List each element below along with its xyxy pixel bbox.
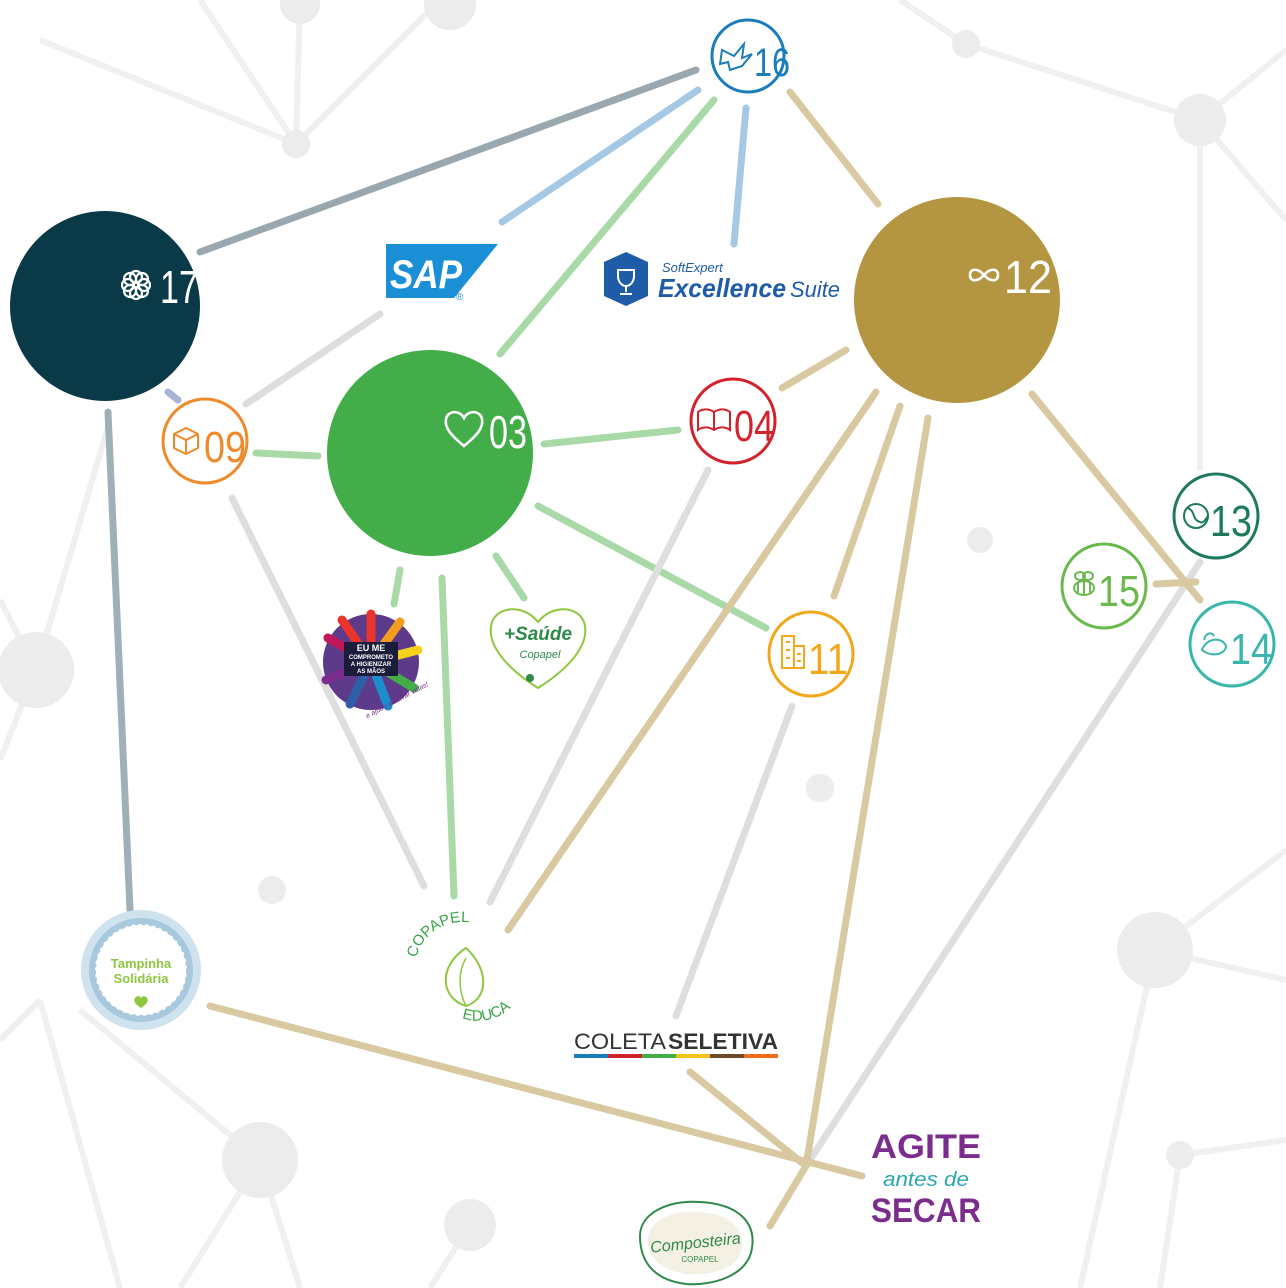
hub-sdg17-circle [10, 211, 200, 401]
copapel-educa-logo[interactable]: COPAPEL EDUCA [404, 909, 514, 1025]
link-12-14 [1028, 390, 1204, 604]
link-03-09 [252, 449, 322, 460]
badge-sdg16-number: 16 [754, 41, 790, 85]
link-16-sap [498, 86, 702, 226]
coleta-seletiva-logo[interactable]: COLETA SELETIVA [574, 1029, 778, 1058]
tampinha-solidaria-logo[interactable]: Tampinha Solidária [81, 910, 201, 1030]
eu-me-line1: EU ME [357, 643, 386, 653]
agite-line2: antes de [883, 1169, 969, 1191]
composteira-line2: COPAPEL [681, 1255, 719, 1264]
agite-line1: AGITE [871, 1128, 981, 1166]
tampinha-line1: Tampinha [111, 956, 172, 971]
badge-sdg09[interactable]: 09 [161, 397, 249, 485]
hub-sdg17-number: 17 [160, 261, 198, 313]
badge-sdg11-number: 11 [808, 635, 848, 684]
coleta-bold-text: SELETIVA [668, 1029, 778, 1054]
link-17-09 [164, 388, 182, 404]
link-agite-composteira [766, 1162, 810, 1230]
eu-me-comprometo-logo[interactable]: EU ME COMPROMETO A HIGIENIZAR AS MÃOS e … [321, 609, 430, 720]
connections [104, 66, 1204, 1230]
badge-sdg14-number: 14 [1230, 625, 1272, 674]
link-16-03 [496, 96, 718, 358]
link-09-educa [228, 494, 428, 890]
link-tampinha-agite [206, 1002, 866, 1180]
hub-sdg12-number: 12 [1004, 251, 1052, 303]
link-17-tampinha [104, 408, 134, 914]
badge-sdg04-number: 04 [734, 402, 774, 451]
badge-sdg09-number: 09 [204, 423, 246, 472]
eu-me-line2: COMPROMETO [349, 655, 394, 661]
link-13-agite [802, 558, 1204, 1170]
sap-logo[interactable]: SAP ® [386, 244, 498, 303]
link-03-saude [492, 552, 528, 602]
infinity-icon [968, 268, 1000, 282]
link-03-educa [438, 574, 458, 900]
badge-sdg11[interactable]: 11 [767, 610, 855, 698]
link-12-11 [830, 402, 904, 600]
hub-sdg12-circle [854, 197, 1060, 403]
hub-sdg12[interactable]: 12 [854, 197, 1060, 403]
badge-sdg13[interactable]: 13 [1172, 472, 1260, 560]
link-12-04 [778, 346, 850, 392]
link-03-04 [540, 426, 682, 448]
link-coleta-agite [686, 1068, 810, 1170]
link-12-composteira [802, 414, 932, 1170]
whale-icon [1200, 632, 1228, 656]
softexpert-suite-text: Suite [790, 277, 840, 302]
hub-sdg03[interactable]: 03 [327, 350, 533, 556]
softexpert-small-text: SoftExpert [662, 260, 724, 275]
buildings-icon [781, 635, 805, 669]
tampinha-line2: Solidária [114, 971, 170, 986]
link-sap-09 [242, 310, 384, 408]
badge-sdg14[interactable]: 14 [1188, 600, 1276, 688]
link-16-12 [786, 88, 882, 208]
hub-sdg03-circle [327, 350, 533, 556]
hub-sdg17[interactable]: 17 [10, 211, 200, 401]
softexpert-logo[interactable]: SoftExpert Excellence Suite [604, 252, 840, 306]
badge-sdg13-number: 13 [1210, 497, 1252, 546]
copapel-educa-bottom: EDUCA [461, 998, 514, 1025]
badge-sdg16[interactable]: 16 [710, 18, 790, 94]
badge-sdg15-number: 15 [1098, 567, 1140, 616]
agite-line3: SECAR [871, 1192, 981, 1230]
globe-icon [1183, 503, 1209, 529]
link-04-educa [486, 466, 712, 906]
heart-icon [444, 410, 484, 448]
link-15-13 [1152, 578, 1200, 588]
badge-sdg04[interactable]: 04 [689, 377, 777, 465]
eu-me-line4: AS MÃOS [357, 668, 385, 675]
softexpert-excellence-text: Excellence [658, 273, 786, 303]
trophy-shield-icon [604, 252, 648, 306]
link-12-educa [504, 388, 880, 934]
saude-copapel-logo[interactable]: +Saúde Copapel [489, 608, 587, 690]
cube-icon [173, 426, 199, 456]
link-16-17 [196, 66, 700, 256]
hub-sdg03-number: 03 [489, 406, 527, 458]
sap-logo-text: SAP [390, 253, 462, 297]
composteira-copapel-logo[interactable]: Composteira COPAPEL [638, 1200, 754, 1286]
dove-icon [718, 40, 753, 72]
link-16-softexpert [730, 104, 750, 248]
badge-sdg15[interactable]: 15 [1060, 542, 1148, 630]
saude-line2: Copapel [520, 649, 562, 661]
bee-icon [1073, 571, 1095, 596]
coleta-light-text: COLETA [574, 1029, 666, 1054]
link-03-eume [390, 566, 404, 608]
eu-me-line3: A HIGIENIZAR [351, 662, 392, 668]
flower-icon [120, 269, 152, 301]
leaf-icon [444, 946, 485, 1008]
sap-registered-mark: ® [456, 292, 464, 303]
link-11-coleta [672, 702, 796, 1020]
agite-antes-de-secar-logo[interactable]: AGITE antes de SECAR [871, 1128, 981, 1230]
book-icon [697, 408, 731, 432]
saude-line1: +Saúde [504, 624, 573, 645]
